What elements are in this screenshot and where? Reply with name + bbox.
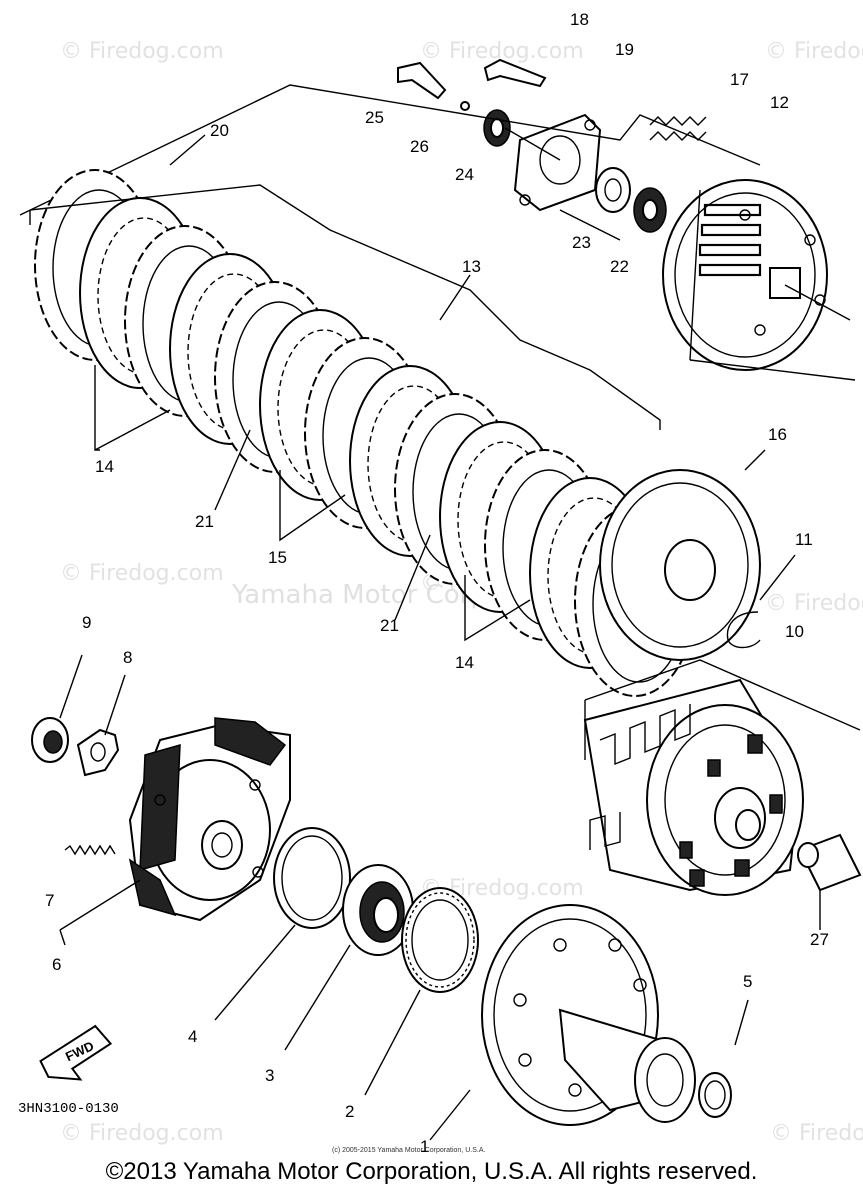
- callout-21: 21: [195, 512, 214, 531]
- callout-18: 18: [570, 10, 589, 29]
- watermark: © Firedog.com: [60, 561, 224, 586]
- callout-4: 4: [188, 1027, 197, 1046]
- collar-sleeve: [797, 833, 862, 930]
- watermark: © Firedog.com: [60, 1121, 224, 1146]
- centrifugal-clutch-assembly: [31, 654, 291, 946]
- friction-plate-stack: [34, 169, 696, 697]
- watermark: © Firedog.com: [765, 39, 863, 64]
- callout-10: 10: [785, 622, 804, 641]
- callout-8: 8: [123, 648, 132, 667]
- callout-26: 26: [410, 137, 429, 156]
- copyright-footer: ©2013 Yamaha Motor Corporation, U.S.A. A…: [105, 1158, 758, 1185]
- callout-6: 6: [52, 955, 61, 974]
- callout-1: 1: [420, 1137, 429, 1156]
- forward-direction-arrow: FWD: [39, 1024, 113, 1081]
- one-way-clutch: [364, 887, 479, 1096]
- clutch-cover-plate: [599, 449, 766, 661]
- watermark: © Firedog.com: [770, 1121, 863, 1146]
- bracket-lines: [29, 134, 661, 642]
- callout-19: 19: [615, 40, 634, 59]
- clutch-boss-assembly: [19, 58, 856, 381]
- callout-13: 13: [462, 257, 481, 276]
- clutch-drum: [429, 904, 696, 1141]
- callout-14: 14: [455, 653, 474, 672]
- callout-23: 23: [572, 233, 591, 252]
- callout-12: 12: [770, 93, 789, 112]
- callout-11: 11: [795, 530, 813, 549]
- seal-ring: [214, 827, 351, 1021]
- callout-17: 17: [730, 70, 749, 89]
- callout-2: 2: [345, 1102, 354, 1121]
- diagram-code: 3HN3100-0130: [18, 1101, 119, 1117]
- watermark: © Firedog.com: [60, 39, 224, 64]
- thrust-washer: [698, 999, 749, 1118]
- primary-clutch-housing: [583, 659, 861, 896]
- callout-21: 21: [380, 616, 399, 635]
- small-copyright: (c) 2005-2015 Yamaha Motor Corporation, …: [332, 1147, 485, 1154]
- callout-27: 27: [810, 930, 829, 949]
- callout-14: 14: [95, 457, 114, 476]
- callout-25: 25: [365, 108, 384, 127]
- watermark: © Firedog.com: [765, 591, 863, 616]
- callout-7: 7: [45, 891, 54, 910]
- circlip: [726, 554, 796, 649]
- callout-22: 22: [610, 257, 629, 276]
- callout-5: 5: [743, 972, 752, 991]
- callout-15: 15: [268, 548, 287, 567]
- callout-16: 16: [768, 425, 787, 444]
- ball-bearing: [284, 864, 414, 1051]
- callout-20: 20: [210, 121, 229, 140]
- callout-3: 3: [265, 1066, 274, 1085]
- callout-24: 24: [455, 165, 474, 184]
- callout-9: 9: [82, 613, 91, 632]
